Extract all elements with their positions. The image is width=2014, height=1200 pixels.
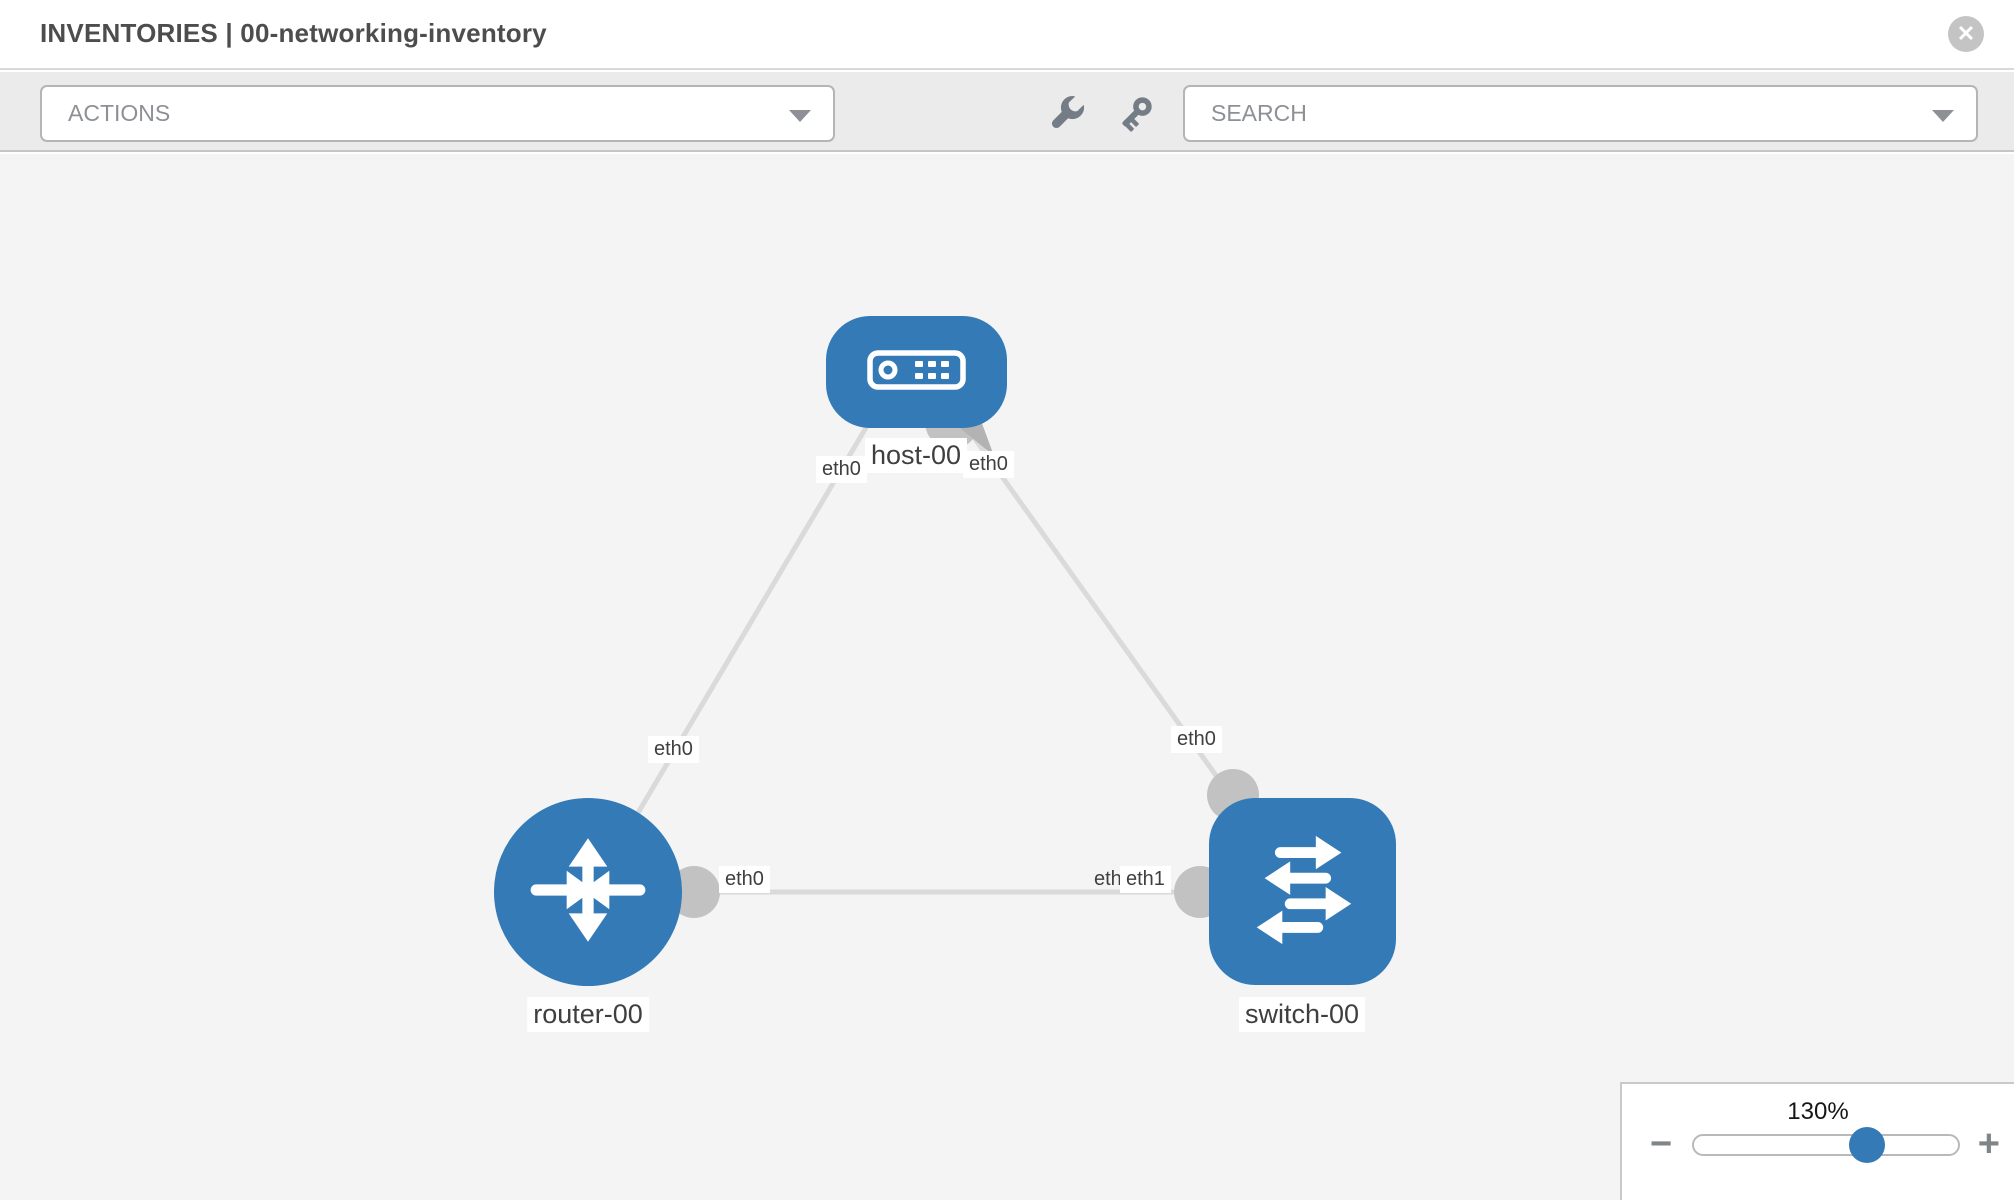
close-icon: ✕	[1956, 21, 1976, 46]
iface-label-switch-eth1: eth1	[1120, 866, 1171, 893]
wrench-icon	[1042, 94, 1090, 134]
topology-edges	[587, 395, 1302, 918]
iface-label-switch-uplink: eth0	[1171, 726, 1222, 753]
close-button[interactable]: ✕	[1948, 16, 1984, 52]
search-dropdown[interactable]: SEARCH	[1183, 85, 1978, 142]
window-header: INVENTORIES | 00-networking-inventory ✕	[0, 0, 2014, 70]
zoom-out-button[interactable]: −	[1650, 1124, 1672, 1164]
zoom-control-panel: 130% − +	[1620, 1082, 2014, 1200]
search-placeholder: SEARCH	[1211, 100, 1307, 126]
zoom-slider-track[interactable]	[1692, 1127, 1960, 1163]
iface-label-host-right: eth0	[963, 451, 1014, 478]
zoom-level-readout: 130%	[1787, 1098, 1849, 1125]
node-host-00[interactable]	[826, 316, 1007, 428]
zoom-in-button[interactable]: +	[1978, 1124, 2000, 1164]
key-icon	[1111, 94, 1159, 134]
router-icon	[522, 824, 654, 961]
switch-icon	[1239, 825, 1367, 958]
node-label-switch: switch-00	[1238, 997, 1366, 1032]
page-title: INVENTORIES | 00-networking-inventory	[40, 18, 547, 48]
configure-button[interactable]	[1042, 92, 1090, 136]
iface-label-host-left: eth0	[816, 456, 867, 483]
chevron-down-icon	[789, 110, 811, 122]
host-icon	[867, 349, 966, 395]
node-label-router: router-00	[527, 997, 649, 1032]
plus-icon: +	[1977, 1123, 2000, 1165]
switch-icon-node[interactable]	[1209, 798, 1396, 985]
actions-dropdown[interactable]: ACTIONS	[40, 85, 835, 142]
chevron-down-icon	[1932, 110, 1954, 122]
credentials-button[interactable]	[1111, 92, 1159, 136]
iface-label-router-uplink: eth0	[648, 736, 699, 763]
iface-label-router-eth0: eth0	[719, 866, 770, 893]
topology-canvas[interactable]: host-00 router-00 switch-00 eth0 eth0 et…	[0, 154, 2014, 1200]
node-label-host: host-00	[864, 438, 968, 473]
toolbar: ACTIONS	[0, 72, 2014, 152]
zoom-slider-handle[interactable]	[1849, 1127, 1885, 1163]
minus-icon: −	[1650, 1123, 1673, 1165]
node-router-00[interactable]	[494, 798, 682, 986]
actions-dropdown-label: ACTIONS	[68, 100, 171, 126]
